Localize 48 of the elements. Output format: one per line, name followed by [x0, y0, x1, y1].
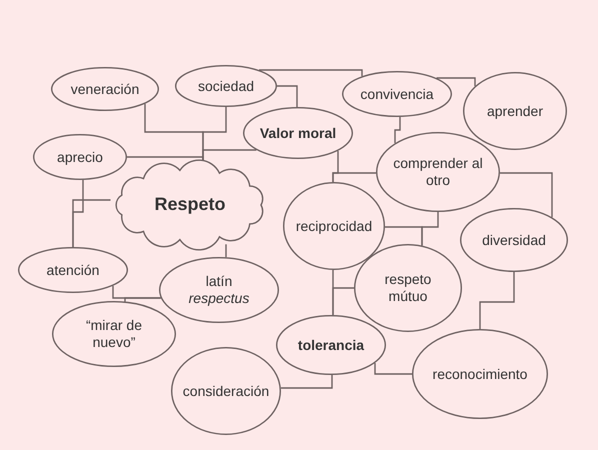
node-label: latín respectus	[188, 273, 250, 307]
ellipse-node	[460, 208, 568, 272]
ellipse-node	[51, 67, 159, 111]
connector-line	[124, 297, 161, 302]
node-label: Respeto	[154, 194, 226, 216]
ellipse-node	[175, 65, 277, 107]
ellipse-node	[342, 71, 452, 117]
node-label: “mirar de nuevo”	[84, 317, 143, 351]
ellipse-node	[52, 301, 176, 367]
connector-line	[384, 226, 423, 246]
ellipse-node	[171, 347, 281, 435]
node-label: aprecio	[57, 148, 103, 166]
node-label: veneración	[70, 80, 140, 98]
node-label: comprender al otro	[393, 155, 483, 189]
ellipse-node	[283, 182, 385, 270]
connector-line	[332, 172, 376, 182]
ellipse-node	[412, 329, 548, 419]
node-label: reciprocidad	[296, 218, 372, 234]
connector-line	[479, 272, 515, 329]
ellipse-node	[33, 134, 127, 180]
ellipse-node	[18, 247, 128, 293]
ellipse-node	[376, 132, 500, 212]
connector-line	[225, 244, 227, 258]
node-label: Valor moral	[260, 124, 336, 142]
ellipse-node	[243, 107, 353, 159]
node-label: convivencia	[360, 86, 434, 102]
connector-line	[500, 172, 553, 218]
connector-line	[436, 77, 476, 86]
node-label: sociedad	[198, 78, 254, 94]
connector-line	[374, 363, 412, 375]
connector-line	[127, 156, 204, 162]
node-label: reconocimiento	[432, 366, 528, 382]
node-label: atención	[46, 262, 100, 278]
connector-line	[277, 85, 298, 107]
ellipse-node	[354, 244, 462, 332]
connector-line	[259, 69, 363, 76]
connector-line	[394, 116, 401, 144]
ellipse-node	[159, 257, 279, 323]
connector-line	[332, 287, 354, 316]
connector-line	[72, 180, 84, 247]
connector-line	[280, 375, 333, 389]
node-label: aprender	[486, 102, 544, 120]
ellipse-node	[463, 72, 567, 150]
ellipse-node	[276, 315, 386, 375]
node-label: diversidad	[482, 232, 546, 248]
node-label: consideración	[182, 382, 270, 400]
node-label: respeto mútuo	[384, 271, 432, 305]
node-label: tolerancia	[298, 336, 364, 354]
